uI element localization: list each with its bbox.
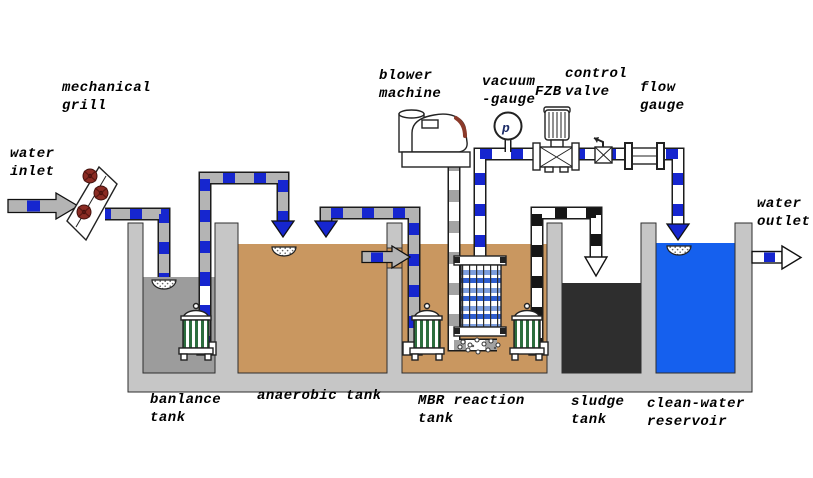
mechanical-grill-icon — [66, 165, 118, 242]
clean-water-reservoir-water — [656, 243, 735, 373]
label-blower-machine: blower machine — [379, 68, 442, 102]
fzb-pump-icon — [532, 106, 580, 173]
arrow-into-anaerobic-2 — [313, 220, 339, 239]
mbr-membrane-module-icon — [453, 255, 507, 355]
pipe-balance-pump-to-anaerobic — [198, 171, 290, 274]
water-inlet-arrow — [7, 191, 80, 221]
arrow-into-anaerobic-1 — [270, 220, 296, 239]
label-control-valve: control valve — [565, 66, 628, 100]
flow-gauge-icon — [624, 142, 665, 170]
aeration-bubbles — [457, 337, 501, 355]
grill-gear — [82, 168, 98, 184]
pipe-mbr-recirculation-to-anaerobic — [319, 206, 421, 345]
label-water-inlet: water inlet — [10, 146, 55, 180]
arrow-into-reservoir — [665, 223, 691, 242]
label-anaerobic-tank: anaerobic tank — [257, 388, 382, 404]
label-water-outlet: water outlet — [757, 196, 811, 230]
vacuum-gauge-icon: p — [493, 111, 523, 141]
water-outlet-arrow — [751, 244, 803, 271]
label-mechanical-grill: mechanical grill — [62, 80, 152, 114]
arrow-into-sludge-tank — [583, 256, 609, 278]
label-vacuum-gauge: vacuum -gauge — [482, 74, 536, 108]
grill-gear — [93, 185, 109, 201]
label-balance-tank: banlance tank — [150, 392, 222, 426]
label-flow-gauge: flow gauge — [640, 80, 685, 114]
blower-volute-detail — [454, 116, 467, 138]
label-fzb: FZB — [535, 84, 562, 100]
vacuum-gauge-dial-letter: p — [501, 121, 510, 136]
grill-gear — [76, 204, 92, 220]
control-valve-icon — [593, 137, 613, 164]
anaerobic-tank-water — [238, 244, 387, 373]
label-clean-water-reservoir: clean-water reservoir — [647, 396, 745, 430]
pipe-sludge-discharge — [530, 206, 603, 345]
label-sludge-tank: sludge tank — [571, 394, 625, 428]
label-mbr-reaction-tank: MBR reaction tank — [418, 393, 525, 427]
sludge-tank-water — [562, 283, 641, 373]
arrow-anaerobic-to-mbr — [361, 244, 412, 270]
blower-machine-icon — [398, 109, 471, 168]
pipe-grill-to-balance-tank — [105, 207, 171, 277]
